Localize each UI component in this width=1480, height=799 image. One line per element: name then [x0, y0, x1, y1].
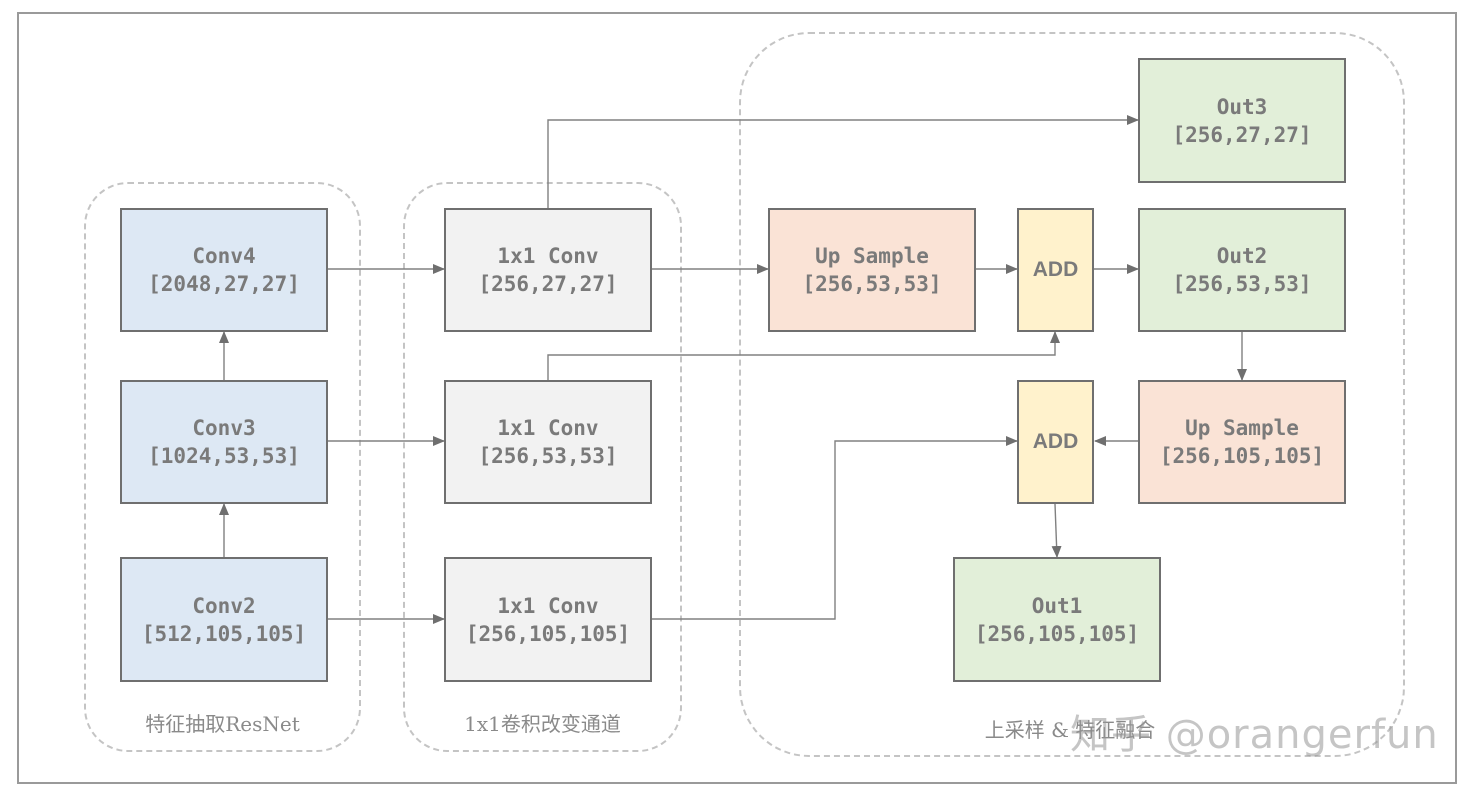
- node-1x1-conv-top-name: 1x1 Conv: [497, 244, 599, 268]
- node-add-2-name: ADD: [1032, 430, 1079, 453]
- node-1x1-conv-bot-shape: [256,105,105]: [465, 621, 631, 646]
- node-1x1-conv-bot: 1x1 Conv [256,105,105]: [444, 557, 652, 682]
- group-label-upsample: 上采样 & 特征融合: [984, 718, 1156, 742]
- node-upsample-1: Up Sample [256,53,53]: [768, 208, 976, 332]
- node-upsample-2: Up Sample [256,105,105]: [1138, 380, 1346, 504]
- edge-add2-to-out1: [1051, 503, 1062, 558]
- watermark: 知乎 @orangerfun: [1070, 712, 1439, 758]
- node-add-1: ADD: [1017, 208, 1094, 332]
- group-1x1-conv: [403, 182, 682, 752]
- node-out2-shape: [256,53,53]: [1172, 272, 1312, 296]
- node-1x1-conv-top-shape: [256,27,27]: [478, 272, 618, 296]
- node-conv2-shape: [512,105,105]: [141, 621, 307, 646]
- node-upsample-2-name: Up Sample: [1185, 416, 1299, 440]
- node-out2-name: Out2: [1216, 244, 1268, 268]
- node-conv4-shape: [2048,27,27]: [148, 272, 300, 296]
- node-upsample-1-shape: [256,53,53]: [802, 272, 942, 296]
- node-conv2: Conv2 [512,105,105]: [120, 557, 328, 682]
- group-feature-extraction: [84, 182, 361, 752]
- node-1x1-conv-top: 1x1 Conv [256,27,27]: [444, 208, 652, 332]
- edge-1x1-bot-to-add2: [652, 436, 1018, 620]
- group-label-feature: 特征抽取ResNet: [145, 712, 300, 736]
- node-upsample-1-name: Up Sample: [815, 244, 929, 268]
- node-1x1-conv-mid-name: 1x1 Conv: [497, 416, 599, 440]
- node-out3: Out3 [256,27,27]: [1138, 58, 1346, 183]
- node-conv2-name: Conv2: [192, 593, 256, 618]
- edge-1x1-top-to-out3: [547, 115, 1139, 208]
- node-upsample-2-shape: [256,105,105]: [1159, 444, 1325, 468]
- node-1x1-conv-mid-shape: [256,53,53]: [478, 444, 618, 468]
- node-1x1-conv-mid: 1x1 Conv [256,53,53]: [444, 380, 652, 504]
- group-label-conv1x1: 1x1卷积改变通道: [464, 712, 621, 736]
- node-conv3: Conv3 [1024,53,53]: [120, 380, 328, 504]
- node-out3-shape: [256,27,27]: [1172, 122, 1312, 147]
- node-add-1-name: ADD: [1032, 258, 1079, 281]
- node-out2: Out2 [256,53,53]: [1138, 208, 1346, 332]
- node-conv3-shape: [1024,53,53]: [148, 444, 300, 468]
- node-out1-name: Out1: [1031, 593, 1083, 618]
- node-conv4-name: Conv4: [192, 244, 256, 268]
- node-conv4: Conv4 [2048,27,27]: [120, 208, 328, 332]
- node-1x1-conv-bot-name: 1x1 Conv: [497, 593, 599, 618]
- node-add-2: ADD: [1017, 380, 1094, 504]
- edge-1x1-mid-to-add1: [547, 331, 1060, 380]
- node-conv3-name: Conv3: [192, 416, 256, 440]
- node-out1-shape: [256,105,105]: [974, 621, 1140, 646]
- group-upsample-fusion: [739, 32, 1405, 757]
- node-out1: Out1 [256,105,105]: [953, 557, 1161, 682]
- node-out3-name: Out3: [1216, 94, 1268, 119]
